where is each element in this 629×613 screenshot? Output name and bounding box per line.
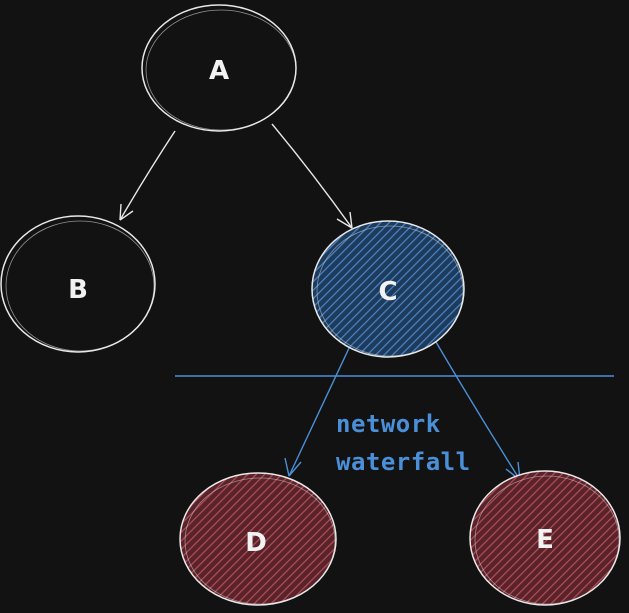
node-c: C xyxy=(311,220,465,358)
edge-c-to-d xyxy=(284,345,351,477)
annotation-waterfall: waterfall xyxy=(336,448,471,476)
node-d: D xyxy=(179,472,337,606)
node-b-label: B xyxy=(68,275,88,305)
annotation-network: network xyxy=(336,410,441,438)
node-e-label: E xyxy=(536,525,554,555)
node-d-label: D xyxy=(245,528,267,558)
node-c-label: C xyxy=(378,277,397,307)
edge-a-to-b xyxy=(119,130,176,221)
node-a: A xyxy=(141,4,297,132)
node-b: B xyxy=(0,215,156,353)
node-e: E xyxy=(469,470,621,606)
node-a-label: A xyxy=(209,56,229,86)
edge-a-to-c xyxy=(271,123,353,229)
